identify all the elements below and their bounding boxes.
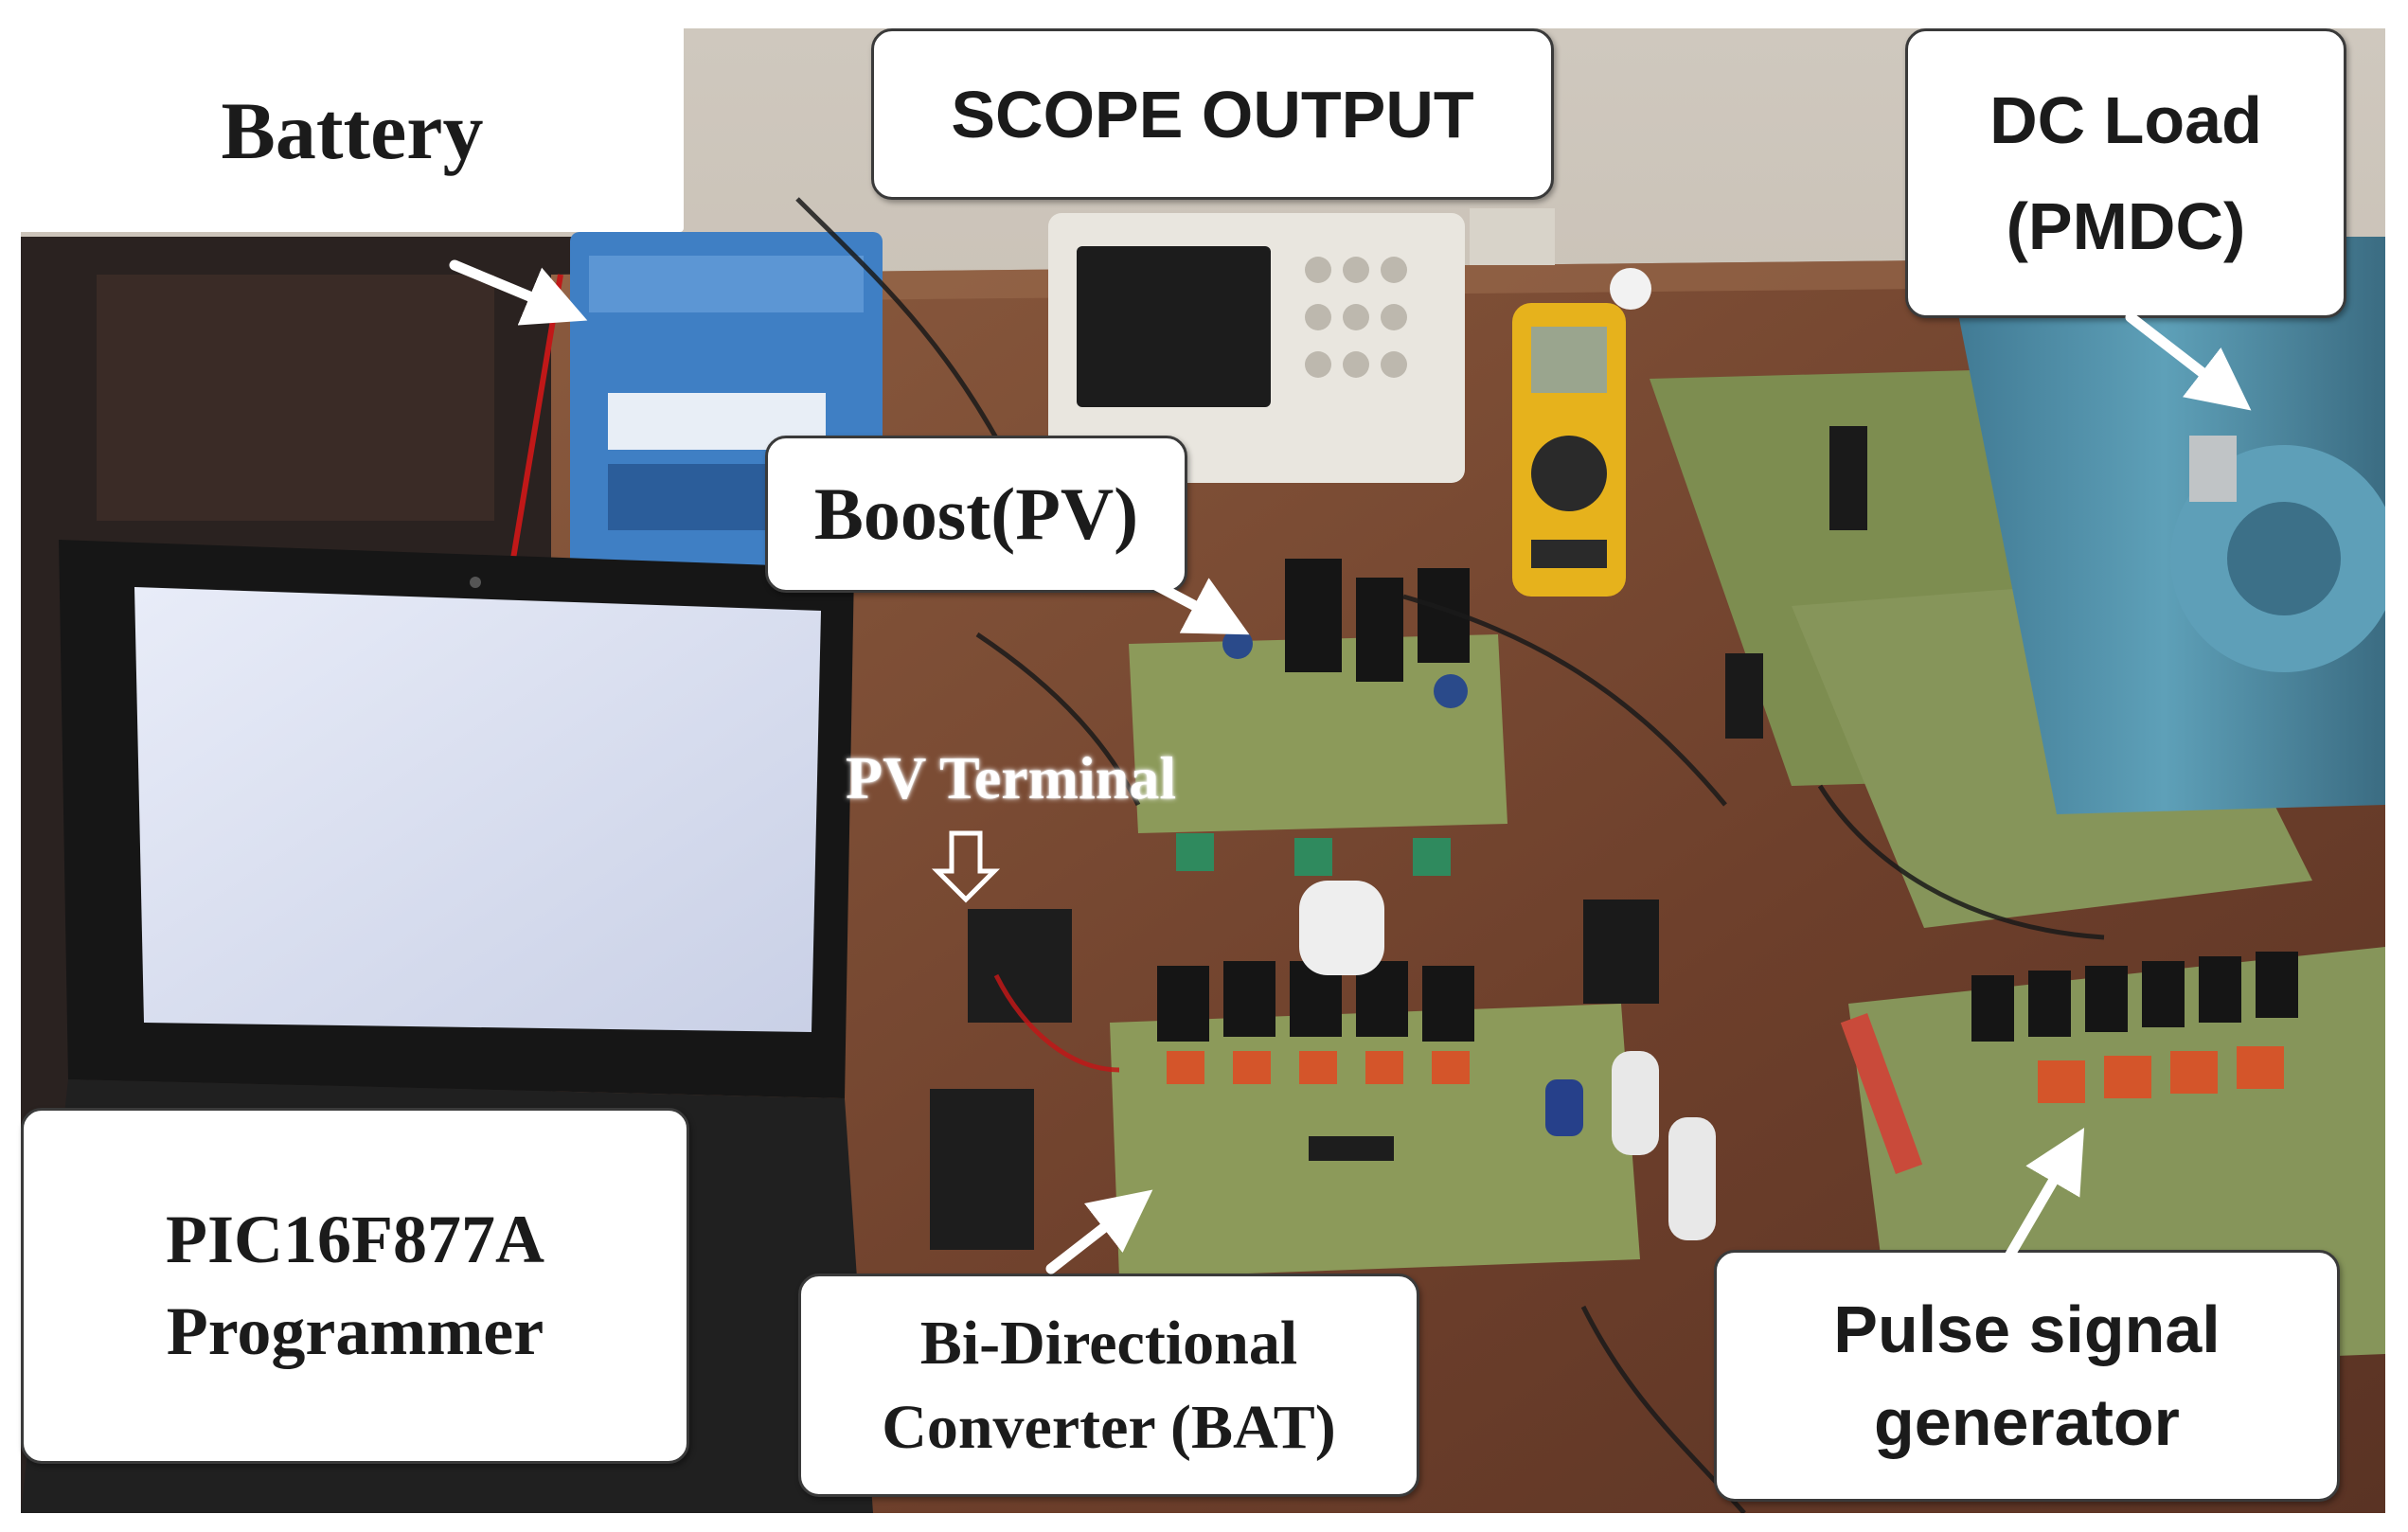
pic-programmer-callout: PIC16F877A Programmer (21, 1108, 689, 1464)
bidirectional-converter-callout: Bi-Directional Converter (BAT) (798, 1274, 1419, 1497)
dc-load-label: DC Load (PMDC) (1989, 83, 2262, 263)
pulse-signal-generator-label: Pulse signal generator (1833, 1292, 2221, 1459)
battery-label: Battery (221, 84, 484, 176)
pic-programmer-label: PIC16F877A Programmer (166, 1201, 544, 1369)
battery-callout: Battery (21, 28, 684, 232)
scope-output-label: SCOPE OUTPUT (951, 77, 1474, 151)
boost-pv-label: Boost(PV) (813, 472, 1139, 555)
dc-load-callout: DC Load (PMDC) (1905, 28, 2346, 318)
pulse-signal-generator-callout: Pulse signal generator (1714, 1250, 2340, 1502)
scope-output-callout: SCOPE OUTPUT (871, 28, 1554, 200)
boost-pv-callout: Boost(PV) (765, 436, 1187, 593)
pv-terminal-label: PV Terminal (846, 744, 1177, 811)
bidirectional-converter-label: Bi-Directional Converter (BAT) (882, 1308, 1336, 1462)
